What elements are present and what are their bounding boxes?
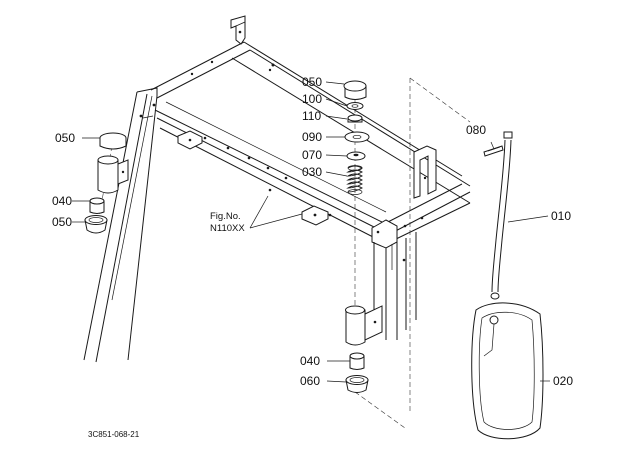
callout-010: 010 bbox=[551, 209, 571, 223]
figure-ref-line2: N110XX bbox=[210, 223, 245, 234]
left-stay-tube bbox=[97, 155, 129, 194]
mounting-plate-right bbox=[301, 205, 329, 226]
rear-bracket bbox=[230, 15, 246, 45]
leader-lines bbox=[72, 81, 550, 383]
mounting-plate-left bbox=[177, 130, 203, 150]
center-collar bbox=[345, 375, 369, 393]
mirror-020 bbox=[471, 302, 544, 440]
figure-ref-line1: Fig.No. bbox=[210, 211, 241, 222]
callout-050-left-collar: 050 bbox=[52, 215, 72, 229]
washer-070 bbox=[346, 151, 366, 161]
callout-050-left: 050 bbox=[55, 131, 75, 145]
left-cap bbox=[99, 132, 127, 150]
callout-040-left: 040 bbox=[52, 194, 72, 208]
nut-110 bbox=[347, 114, 363, 123]
callout-080: 080 bbox=[466, 123, 486, 137]
mirror-stay-rod bbox=[490, 131, 513, 300]
mirror-assembly bbox=[409, 77, 544, 440]
left-bushing bbox=[89, 197, 105, 214]
callout-100: 100 bbox=[302, 92, 322, 106]
callout-050-top: 050 bbox=[302, 75, 322, 89]
callout-090: 090 bbox=[302, 130, 322, 144]
frame-structure bbox=[83, 15, 471, 363]
spring-030 bbox=[346, 165, 364, 195]
callout-070: 070 bbox=[302, 148, 322, 162]
washer-100 bbox=[346, 102, 364, 110]
center-stack-assembly bbox=[343, 80, 406, 429]
callout-040-bottom: 040 bbox=[300, 354, 320, 368]
center-stay-tube bbox=[345, 305, 383, 346]
callout-labels: 050 040 050 050 100 110 090 070 030 080 … bbox=[52, 75, 573, 439]
left-stay-assembly bbox=[84, 132, 129, 234]
left-post bbox=[83, 87, 158, 363]
front-rail bbox=[383, 183, 471, 241]
right-bracket bbox=[413, 145, 437, 199]
callout-030: 030 bbox=[302, 165, 322, 179]
left-collar bbox=[84, 215, 108, 234]
top-cap bbox=[343, 80, 367, 100]
callout-020: 020 bbox=[553, 374, 573, 388]
drawing-code: 3C851-068-21 bbox=[88, 430, 140, 439]
center-bushing bbox=[349, 352, 365, 370]
callout-110: 110 bbox=[302, 109, 321, 123]
washer-090 bbox=[344, 131, 370, 143]
callout-060: 060 bbox=[300, 374, 320, 388]
